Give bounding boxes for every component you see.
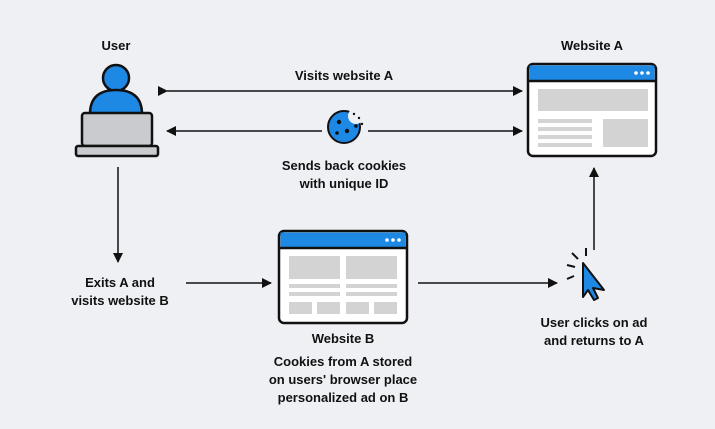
exits-a-label: Exits A and visits website B (40, 274, 200, 310)
laptop-icon (74, 111, 160, 158)
website-b-window (277, 229, 409, 325)
website-a-label: Website A (560, 38, 624, 53)
cookie-icon (327, 108, 364, 144)
cookies-stored-line-2: on users' browser place (268, 372, 418, 387)
exits-a-line-1: Exits A and (85, 275, 155, 290)
cookies-stored-label: Cookies from A stored on users' browser … (243, 353, 443, 407)
cookies-stored-line-1: Cookies from A stored (273, 354, 413, 369)
sends-cookies-label: Sends back cookies with unique ID (244, 157, 444, 193)
user-label: User (101, 38, 131, 53)
cursor-click-icon (566, 248, 605, 301)
exits-a-line-2: visits website B (71, 293, 169, 308)
visits-website-a-label: Visits website A (294, 68, 394, 83)
user-clicks-label: User clicks on ad and returns to A (514, 314, 674, 350)
user-clicks-line-2: and returns to A (544, 333, 644, 348)
cookies-stored-line-3: personalized ad on B (277, 390, 409, 405)
sends-cookies-line-1: Sends back cookies (281, 158, 407, 173)
user-icon (88, 63, 144, 116)
user-clicks-line-1: User clicks on ad (540, 315, 648, 330)
sends-cookies-line-2: with unique ID (299, 176, 389, 191)
website-b-label: Website B (311, 331, 375, 346)
website-a-window (526, 62, 658, 158)
